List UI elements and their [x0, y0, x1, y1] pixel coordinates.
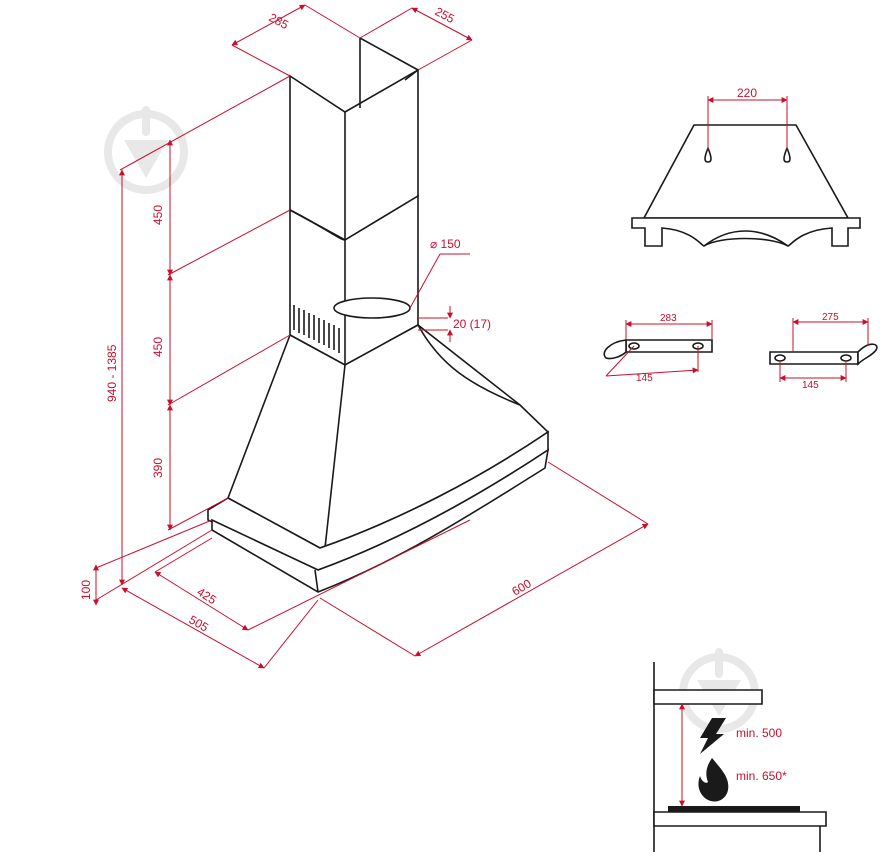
dim-bracket-left-length: 283: [660, 313, 677, 324]
dim-hole-spacing: 220: [737, 86, 757, 100]
dim-top-depth: 285: [267, 10, 292, 32]
dim-duct-diameter: ⌀ 150: [430, 237, 461, 251]
dim-depth-outer: 505: [187, 612, 212, 634]
bracket-left: [603, 320, 713, 377]
vent-grille: [293, 305, 340, 353]
clearance-electric-label: min. 500: [736, 726, 782, 740]
dim-depth-inner: 425: [194, 585, 219, 608]
dim-bracket-right-length: 275: [822, 312, 839, 323]
hood-outline: [207, 37, 550, 593]
dim-height-lower: 390: [151, 458, 165, 478]
dim-base-height: 100: [79, 580, 93, 600]
watermark-logo-top: [104, 106, 188, 194]
dim-total-height: 940 - 1385: [105, 344, 119, 402]
clearance-gas-label: min. 650*: [736, 769, 787, 783]
bracket-right: [769, 318, 878, 382]
watermark-logo-bottom: [679, 648, 759, 733]
dim-outlet-offset: 20 (17): [453, 317, 491, 331]
dimension-lines: [93, 4, 649, 669]
lightning-icon: [700, 718, 726, 754]
dim-width: 600: [509, 576, 534, 598]
dim-height-upper: 450: [151, 205, 165, 225]
dim-bracket-left-holes: 145: [636, 373, 653, 384]
dim-bracket-right-holes: 145: [802, 380, 819, 391]
front-view: [631, 96, 861, 247]
flame-icon: [698, 758, 729, 802]
dim-height-middle: 450: [151, 337, 165, 357]
clearance-diagram: [653, 662, 827, 852]
duct-outlet: [333, 297, 411, 319]
dim-top-width: 255: [433, 4, 458, 26]
